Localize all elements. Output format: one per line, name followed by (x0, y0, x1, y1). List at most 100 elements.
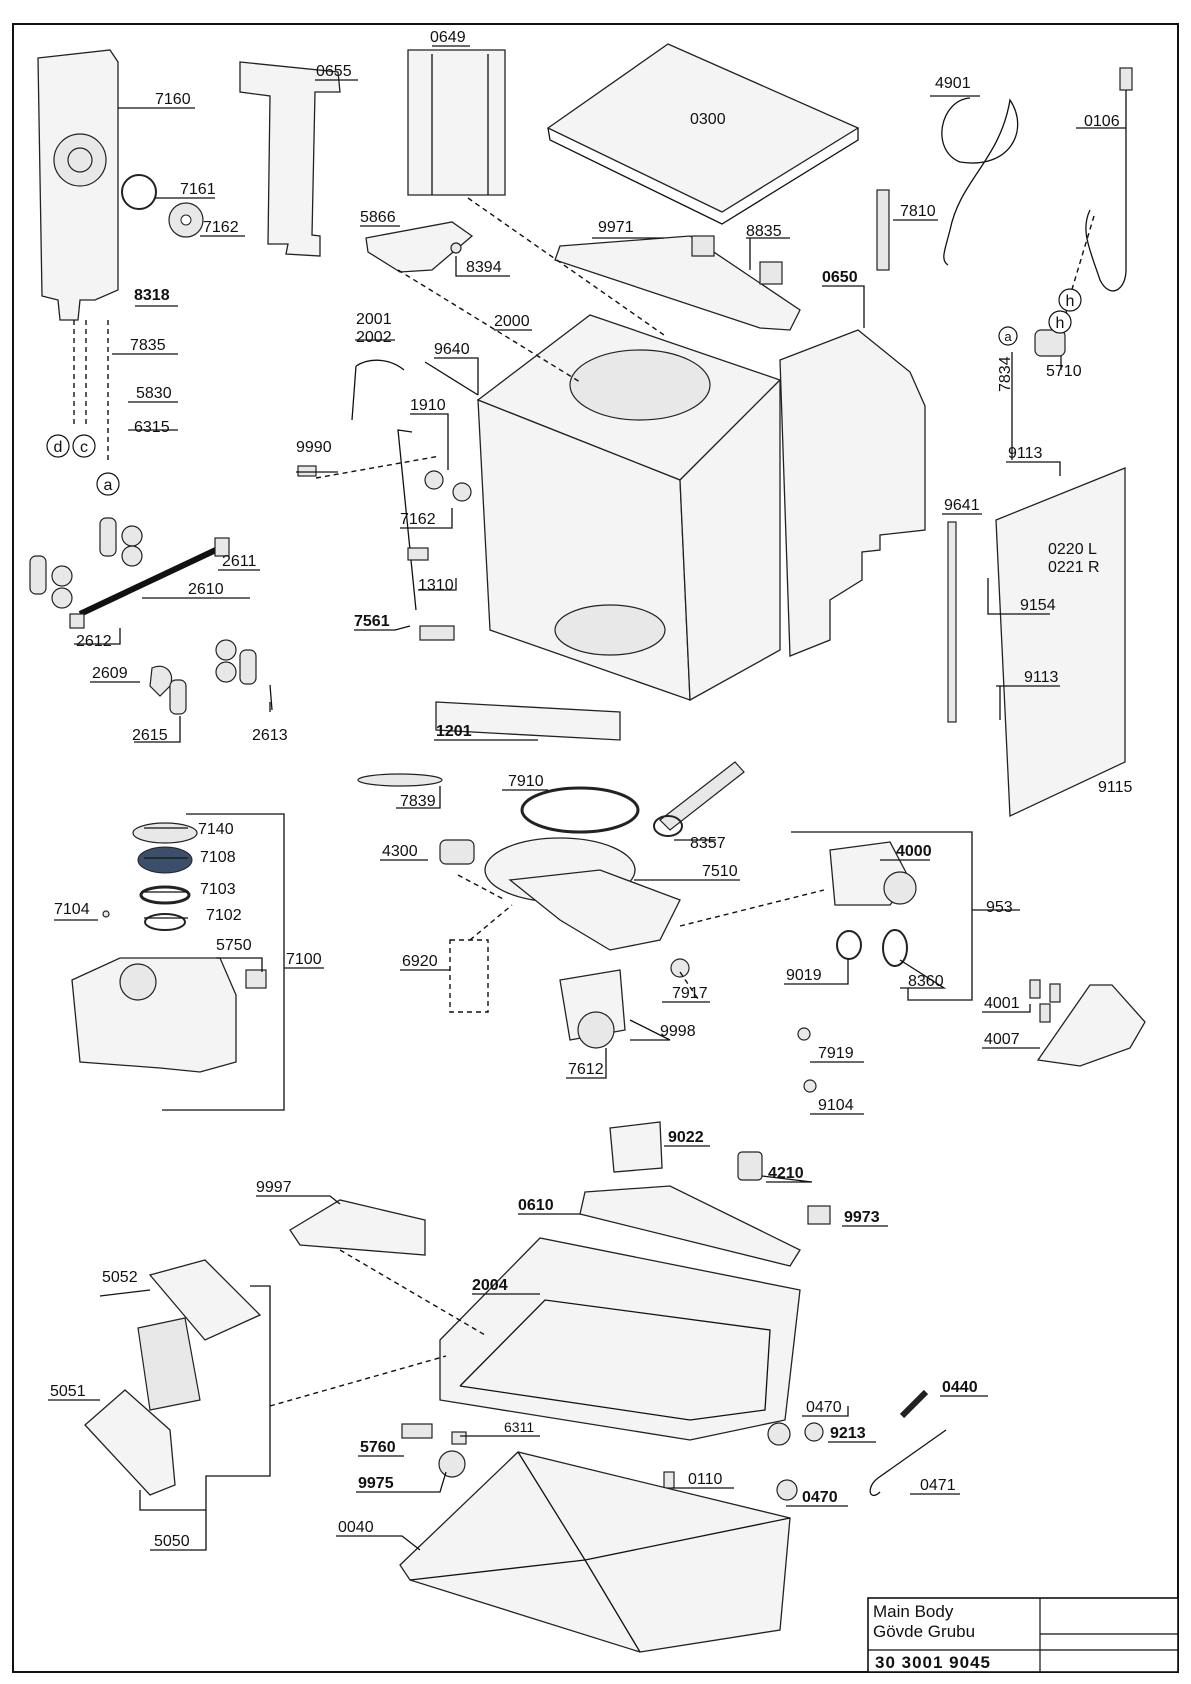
part-label: 9641 (944, 497, 980, 514)
part-label: 7102 (206, 907, 242, 924)
part-label: 7561 (354, 613, 390, 630)
part-label: 2610 (188, 581, 224, 598)
part-label: 7919 (818, 1045, 854, 1062)
part-drawings (29, 43, 1146, 1653)
part-label: 0300 (690, 111, 726, 128)
part-label: 4300 (382, 843, 418, 860)
title-block-title-tr: Gövde Grubu (873, 1622, 975, 1641)
part-label: 5866 (360, 209, 396, 226)
title-block-title-en: Main Body (873, 1602, 954, 1621)
part-label: 0470 (806, 1399, 842, 1416)
callout-d (46, 434, 70, 458)
part-label: 7103 (200, 881, 236, 898)
part-label: 6920 (402, 953, 438, 970)
part-label: 0471 (920, 1477, 956, 1494)
part-label: 9998 (660, 1023, 696, 1040)
part-label: 9213 (830, 1425, 866, 1442)
part-label: 9973 (844, 1209, 880, 1226)
part-label: 9990 (296, 439, 332, 456)
callout-label: d (54, 439, 63, 456)
part-label: 7162 (203, 219, 239, 236)
part-label: 7834 (997, 356, 1014, 392)
part-label: 9971 (598, 219, 634, 236)
part-label: 9104 (818, 1097, 854, 1114)
part-label: 7839 (400, 793, 436, 810)
part-label: 2612 (76, 633, 112, 650)
part-label: 0220 L (1048, 541, 1097, 558)
part-label: 4210 (768, 1165, 804, 1182)
part-label: 0040 (338, 1519, 374, 1536)
callout-a (998, 326, 1018, 346)
leader-lines (48, 45, 1126, 1551)
part-label: 7810 (900, 203, 936, 220)
callout-c (72, 434, 96, 458)
part-label: 1310 (418, 577, 454, 594)
part-label: 4001 (984, 995, 1020, 1012)
callout-a (96, 472, 120, 496)
part-label: 9997 (256, 1179, 292, 1196)
dashed-connectors (73, 197, 1095, 1407)
part-label: 8357 (690, 835, 726, 852)
part-label: 0106 (1084, 113, 1120, 130)
part-label: 2613 (252, 727, 288, 744)
part-label: 5050 (154, 1533, 190, 1550)
part-label: 4901 (935, 75, 971, 92)
part-label: 5710 (1046, 363, 1082, 380)
part-label: 7910 (508, 773, 544, 790)
part-label: 4000 (896, 843, 932, 860)
part-label: 5830 (136, 385, 172, 402)
part-label: 6315 (134, 419, 170, 436)
part-label: 0650 (822, 269, 858, 286)
part-label: 8835 (746, 223, 782, 240)
part-label: 2004 (472, 1277, 508, 1294)
part-label: 0610 (518, 1197, 554, 1214)
part-label: 0655 (316, 63, 352, 80)
callout-label: h (1056, 315, 1065, 332)
part-label: 2001 (356, 311, 392, 328)
callout-markers: d c a h h a (46, 288, 1082, 496)
part-label: 2609 (92, 665, 128, 682)
part-label: 7108 (200, 849, 236, 866)
part-labels: 0649 0655 0300 4901 0106 7160 7161 7162 … (50, 29, 1133, 1550)
part-label: 8360 (908, 973, 944, 990)
part-label: 7100 (286, 951, 322, 968)
part-label: 7510 (702, 863, 738, 880)
part-label: 9154 (1020, 597, 1056, 614)
part-label: 9115 (1098, 779, 1133, 796)
part-label: 2611 (222, 553, 257, 570)
part-label: 2002 (356, 329, 392, 346)
part-label: 1201 (436, 723, 472, 740)
part-label: 9113 (1008, 445, 1043, 462)
part-label: 9975 (358, 1475, 394, 1492)
part-label: 2000 (494, 313, 530, 330)
part-label: 0470 (802, 1489, 838, 1506)
part-label: 7835 (130, 337, 166, 354)
part-label: 8394 (466, 259, 502, 276)
part-label: 5760 (360, 1439, 396, 1456)
part-label: 1910 (410, 397, 446, 414)
part-label: 7161 (180, 181, 216, 198)
part-label: 5051 (50, 1383, 86, 1400)
part-label: 5750 (216, 937, 252, 954)
callout-label: h (1066, 293, 1075, 310)
part-label: 9019 (786, 967, 822, 984)
part-label: 9113 (1024, 669, 1059, 686)
part-label: 7917 (672, 985, 708, 1002)
part-label: 0110 (688, 1471, 723, 1488)
part-label: 7140 (198, 821, 234, 838)
page-frame (12, 23, 1179, 1673)
part-label: 0440 (942, 1379, 978, 1396)
callout-label: a (104, 477, 113, 494)
part-label: 5052 (102, 1269, 138, 1286)
part-label: 9022 (668, 1129, 704, 1146)
part-label: 6311 (504, 1419, 534, 1435)
callout-h (1058, 288, 1082, 312)
part-label: 7160 (155, 91, 191, 108)
part-label: 7162 (400, 511, 436, 528)
title-block: Main Body Gövde Grubu 30 3001 9045 (867, 1597, 1179, 1673)
part-label: 4007 (984, 1031, 1020, 1048)
callout-label: a (1004, 329, 1012, 344)
callout-label: c (80, 439, 88, 456)
part-label: 0221 R (1048, 559, 1100, 576)
